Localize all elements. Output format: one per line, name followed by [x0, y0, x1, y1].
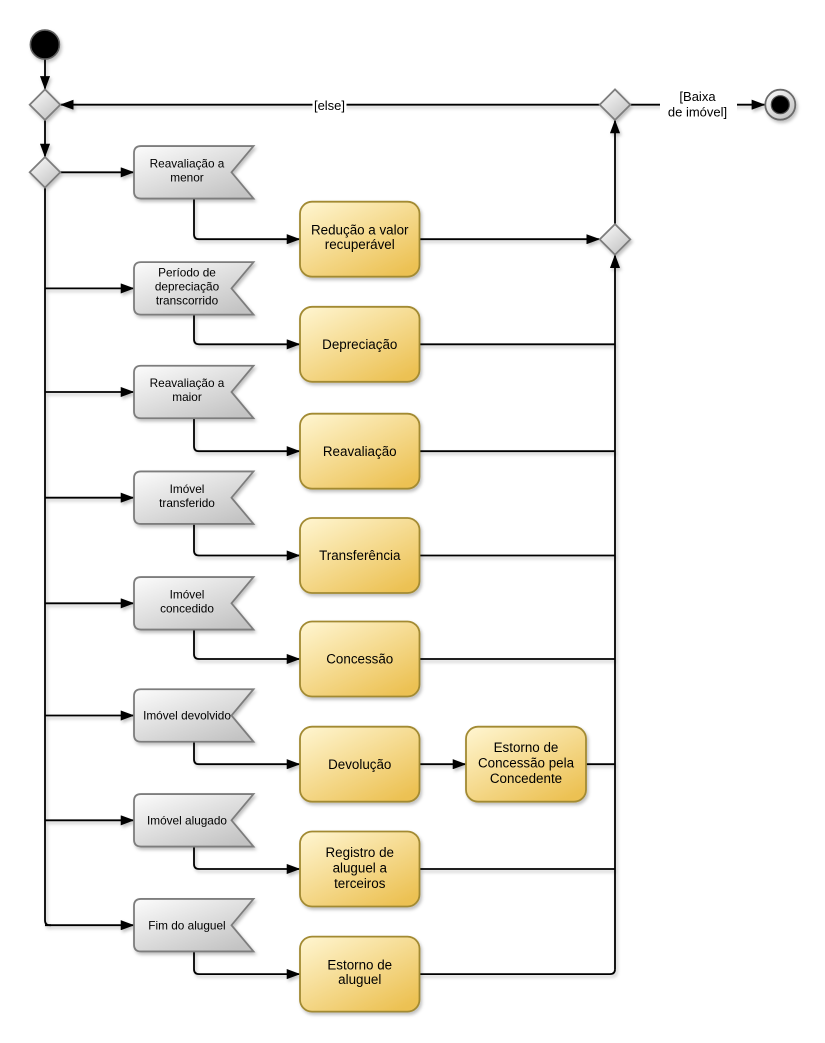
svg-text:[else]: [else]	[314, 98, 345, 113]
svg-text:Concedente: Concedente	[490, 771, 562, 786]
svg-text:aluguel a: aluguel a	[333, 860, 388, 875]
svg-text:Concessão: Concessão	[326, 652, 393, 667]
svg-text:maior: maior	[172, 390, 202, 404]
svg-text:Período de: Período de	[158, 266, 216, 280]
svg-text:transferido: transferido	[159, 496, 215, 510]
svg-text:Imóvel alugado: Imóvel alugado	[147, 813, 227, 827]
svg-text:depreciação: depreciação	[155, 280, 220, 294]
svg-text:Imóvel: Imóvel	[170, 588, 205, 602]
svg-text:Reavaliação a: Reavaliação a	[150, 157, 225, 171]
svg-text:recuperável: recuperável	[325, 237, 395, 252]
svg-text:[Baixa: [Baixa	[679, 89, 716, 104]
svg-text:Estorno de: Estorno de	[494, 740, 559, 755]
svg-text:concedido: concedido	[160, 602, 214, 616]
svg-text:Redução a valor: Redução a valor	[311, 223, 409, 238]
svg-text:Reavaliação a: Reavaliação a	[150, 376, 225, 390]
svg-text:de imóvel]: de imóvel]	[668, 104, 727, 119]
svg-text:Reavaliação: Reavaliação	[323, 444, 397, 459]
svg-text:Imóvel devolvido: Imóvel devolvido	[143, 709, 231, 723]
svg-text:Depreciação: Depreciação	[322, 337, 397, 352]
svg-text:terceiros: terceiros	[334, 876, 386, 891]
svg-text:menor: menor	[170, 171, 204, 185]
svg-text:Devolução: Devolução	[328, 757, 391, 772]
svg-text:aluguel: aluguel	[338, 972, 381, 987]
svg-text:Imóvel: Imóvel	[170, 482, 205, 496]
svg-text:Fim do aluguel: Fim do aluguel	[148, 918, 225, 932]
svg-text:Estorno de: Estorno de	[327, 958, 392, 973]
svg-text:Concessão pela: Concessão pela	[478, 756, 575, 771]
svg-text:Registro de: Registro de	[326, 845, 394, 860]
svg-text:Transferência: Transferência	[319, 548, 401, 563]
svg-text:transcorrido: transcorrido	[156, 294, 219, 308]
